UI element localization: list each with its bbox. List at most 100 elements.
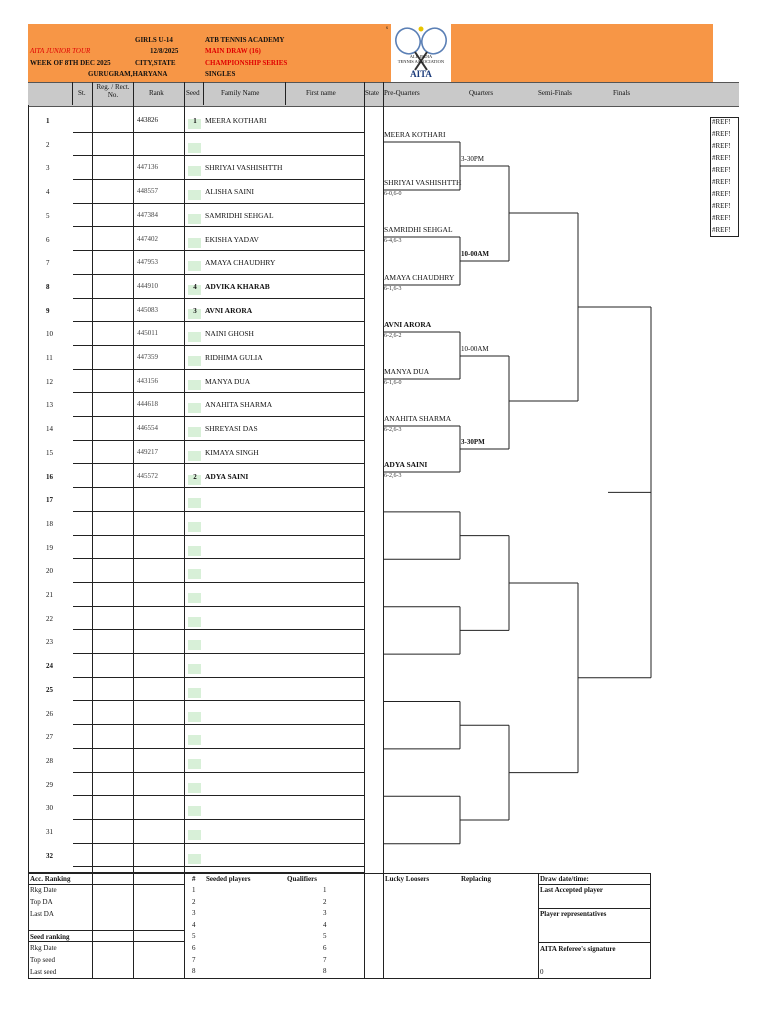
logo-mark: s bbox=[386, 26, 388, 31]
ref-error: #REF! bbox=[712, 118, 731, 126]
seed-cell bbox=[188, 237, 201, 248]
draw-date: 12/8/2025 bbox=[150, 47, 179, 55]
rkg-date-label: Rkg Date bbox=[30, 886, 57, 894]
reg-number: 447402 bbox=[137, 234, 158, 243]
col-finals: Finals bbox=[613, 89, 631, 97]
player-name[interactable]: AMAYA CHAUDHRY bbox=[205, 258, 276, 268]
acc-ranking-label: Acc. Ranking bbox=[30, 875, 71, 883]
player-name[interactable]: ALISHA SAINI bbox=[205, 187, 254, 197]
col-quarters: Quarters bbox=[469, 89, 494, 97]
seed-cell bbox=[188, 142, 201, 153]
player-row: 28 bbox=[28, 749, 365, 773]
venue-city: GURUGRAM,HARYANA bbox=[88, 70, 168, 78]
seed-cell bbox=[188, 545, 201, 556]
seed-cell bbox=[188, 616, 201, 627]
ref-error: #REF! bbox=[712, 142, 731, 150]
header-band bbox=[28, 24, 713, 82]
draw-position: 17 bbox=[46, 496, 53, 505]
seed-cell bbox=[188, 474, 201, 485]
draw-datetime-label: Draw date/time: bbox=[540, 875, 589, 883]
pre-quarter-winner: AMAYA CHAUDHRY bbox=[384, 273, 455, 282]
singles: SINGLES bbox=[205, 70, 236, 78]
player-name[interactable]: SHRIYAI VASHISHTTH bbox=[205, 163, 283, 173]
seed-cell bbox=[188, 284, 201, 295]
ref-error: #REF! bbox=[712, 226, 731, 234]
player-name[interactable]: AVNI ARORA bbox=[205, 305, 253, 315]
player-name[interactable]: EKISHA YADAV bbox=[205, 234, 259, 244]
reg-number: 444910 bbox=[137, 281, 158, 290]
player-row: 24 bbox=[28, 654, 365, 678]
draw-position: 2 bbox=[46, 140, 50, 149]
seed-number: 3 bbox=[193, 306, 197, 315]
player-name[interactable]: ADVIKA KHARAB bbox=[205, 281, 270, 291]
col-semis: Semi-Finals bbox=[538, 89, 572, 97]
player-name[interactable]: SAMRIDHI SEHGAL bbox=[205, 210, 274, 220]
seed-slot-number: 5 bbox=[192, 932, 196, 941]
seed-cell bbox=[188, 853, 201, 864]
qualifier-slot-number: 3 bbox=[323, 909, 327, 918]
draw-position: 15 bbox=[46, 448, 53, 457]
player-row: 23 bbox=[28, 630, 365, 655]
player-row: 18 bbox=[28, 512, 365, 536]
seed-cell bbox=[188, 758, 201, 769]
draw-position: 6 bbox=[46, 235, 50, 244]
quarter-time: 3-30PM bbox=[461, 438, 485, 446]
seed-cell bbox=[188, 687, 201, 698]
ref-error: #REF! bbox=[712, 190, 731, 198]
seed-cell bbox=[188, 261, 201, 272]
seed-cell bbox=[188, 521, 201, 532]
seed-cell bbox=[188, 403, 201, 414]
seed-slot-number: 7 bbox=[192, 955, 196, 964]
reg-number: 443826 bbox=[137, 116, 158, 124]
seed-cell bbox=[188, 450, 201, 461]
player-row: 2 bbox=[28, 133, 365, 157]
seed-cell bbox=[188, 782, 201, 793]
player-name[interactable]: ANAHITA SHARMA bbox=[205, 400, 273, 410]
ref-error: #REF! bbox=[712, 178, 731, 186]
player-name[interactable]: SHREYASI DAS bbox=[205, 424, 258, 434]
player-name[interactable]: MANYA DUA bbox=[205, 376, 251, 386]
seed-cell bbox=[188, 593, 201, 603]
pre-quarter-winner: MEERA KOTHARI bbox=[384, 130, 446, 139]
draw-position: 32 bbox=[46, 851, 53, 860]
draw-position: 9 bbox=[46, 306, 50, 315]
col-st: St. bbox=[78, 89, 86, 97]
draw-position: 30 bbox=[46, 804, 53, 813]
draw-position: 28 bbox=[46, 756, 53, 765]
lucky-losers-label: Lucky Loosers bbox=[385, 875, 430, 883]
reg-number: 445011 bbox=[137, 329, 158, 338]
reg-number: 443156 bbox=[137, 376, 158, 385]
seed-ranking-label: Seed ranking bbox=[30, 933, 70, 941]
seed-cell bbox=[188, 735, 201, 746]
qualifier-slot-number: 6 bbox=[323, 944, 327, 952]
qualifier-slot-number: 7 bbox=[323, 955, 327, 964]
seed-cell bbox=[188, 806, 201, 817]
reg-number: 445083 bbox=[137, 305, 158, 314]
draw-position: 20 bbox=[46, 567, 53, 576]
draw-position: 21 bbox=[46, 591, 53, 599]
player-name[interactable]: RIDHIMA GULIA bbox=[205, 353, 263, 362]
player-name[interactable]: KIMAYA SINGH bbox=[205, 447, 259, 457]
col-first: First name bbox=[306, 89, 336, 97]
seed-cell bbox=[188, 356, 201, 366]
tour-name: AITA JUNIOR TOUR bbox=[30, 47, 91, 55]
draw-position: 16 bbox=[46, 472, 53, 481]
draw-position: 31 bbox=[46, 828, 53, 836]
player-name[interactable]: ADYA SAINI bbox=[205, 471, 249, 481]
logo-text-2: TENNIS ASSOCIATION bbox=[397, 59, 445, 64]
player-name[interactable]: NAINI GHOSH bbox=[205, 329, 254, 339]
draw-position: 24 bbox=[46, 662, 53, 671]
qualifier-slot-number: 2 bbox=[323, 897, 327, 906]
seed-cell bbox=[188, 664, 201, 675]
seed-slot-number: 2 bbox=[192, 897, 196, 906]
seed-cell bbox=[188, 213, 201, 224]
player-name[interactable]: MEERA KOTHARI bbox=[205, 116, 267, 125]
player-row: 30 bbox=[28, 796, 365, 820]
